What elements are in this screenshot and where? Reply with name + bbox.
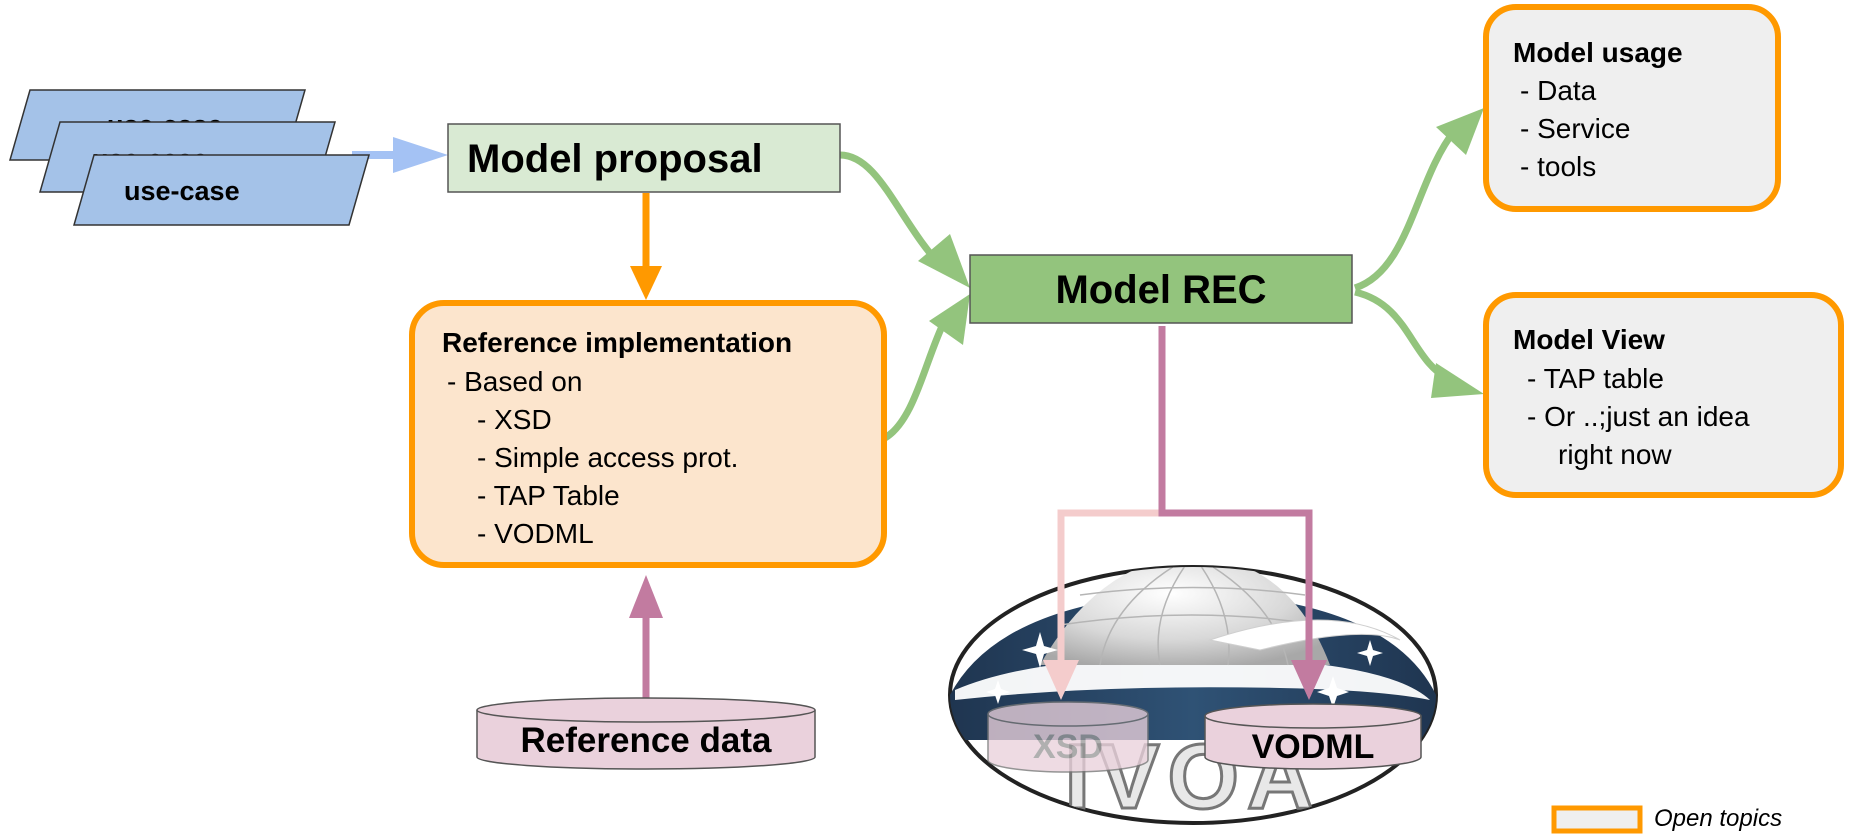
model-usage-item: - Data <box>1520 75 1597 106</box>
model-view-item: - TAP table <box>1527 363 1664 394</box>
usecase-card: use-case <box>73 154 370 226</box>
model-view-title: Model View <box>1513 324 1665 355</box>
legend-label: Open topics <box>1654 805 1782 832</box>
refimpl-rec-arrowhead <box>929 294 970 345</box>
model-rec-title: Model REC <box>1055 268 1266 312</box>
model-proposal-title: Model proposal <box>467 137 763 181</box>
refimpl-item: - Based on <box>447 366 582 397</box>
ivoa-logo: IVOA <box>948 565 1438 825</box>
reference-data-label: Reference data <box>521 721 772 760</box>
usecase-label: use-case <box>124 176 240 206</box>
model-usage-item: - tools <box>1520 151 1596 182</box>
star-icons <box>986 632 1383 708</box>
rec-to-usage-arrow <box>1353 127 1458 292</box>
xsd-database: XSD <box>987 701 1149 773</box>
rec-to-xsd-arrow <box>1057 509 1162 663</box>
vodml-label: VODML <box>1252 728 1375 766</box>
refimpl-item: - XSD <box>477 404 552 435</box>
refdata-arrowhead <box>629 575 663 618</box>
legend: Open topics <box>1551 805 1782 834</box>
reference-data-database: Reference data <box>476 697 816 770</box>
legend-swatch <box>1551 805 1643 834</box>
model-rec-box: Model REC <box>969 254 1353 324</box>
xsd-label: XSD <box>1033 728 1103 766</box>
model-usage-box: Model usage - Data - Service - tools <box>1483 4 1781 212</box>
xsd-arrowhead <box>1043 660 1079 700</box>
usecase-stack: use-case use-case use-case <box>9 89 370 226</box>
vodml-arrowhead <box>1291 660 1327 700</box>
rec-to-vodml-arrow <box>1158 326 1313 663</box>
vodml-database: VODML <box>1204 703 1422 770</box>
proposal-rec-arrowhead <box>918 234 970 288</box>
refimpl-item: - TAP Table <box>477 480 620 511</box>
refimpl-to-rec-arrow <box>882 318 949 441</box>
view-arrowhead <box>1431 363 1484 398</box>
usage-arrowhead <box>1436 108 1484 155</box>
model-proposal-box: Model proposal <box>447 123 841 193</box>
usecase-arrowhead <box>393 137 448 173</box>
model-usage-title: Model usage <box>1513 37 1683 68</box>
model-view-box: Model View - TAP table - Or ..;just an i… <box>1483 292 1844 498</box>
refimpl-title: Reference implementation <box>442 327 792 358</box>
model-view-item: - Or ..;just an idea <box>1527 401 1750 432</box>
model-usage-item: - Service <box>1520 113 1630 144</box>
model-view-item: right now <box>1558 439 1672 470</box>
refimpl-item: - VODML <box>477 518 594 549</box>
refimpl-item: - Simple access prot. <box>477 442 738 473</box>
refimpl-arrowhead <box>630 266 662 300</box>
reference-implementation-box: Reference implementation - Based on - XS… <box>409 300 887 568</box>
